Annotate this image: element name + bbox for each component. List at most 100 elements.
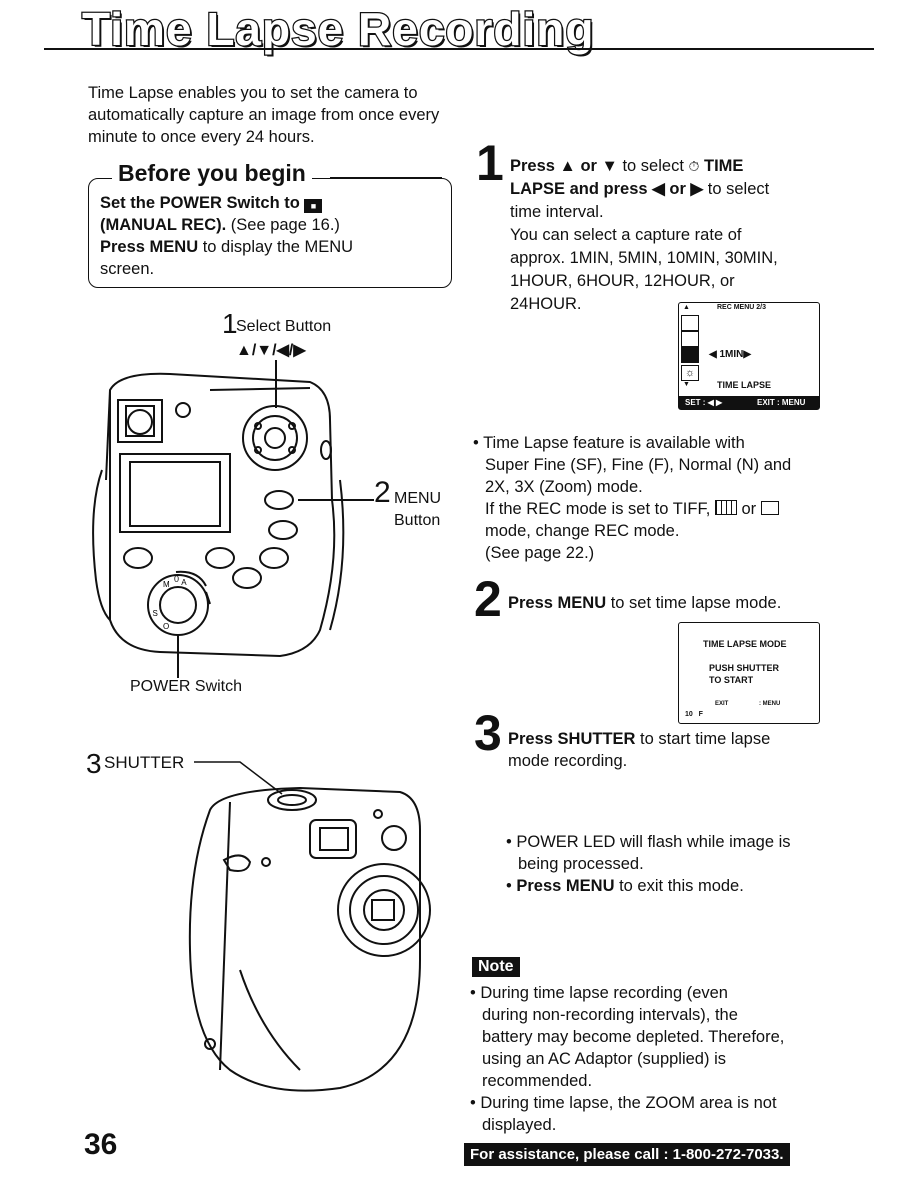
intro-text: Time Lapse enables you to set the camera…: [88, 84, 440, 146]
screen1-set: SET : ◀ ▶: [685, 398, 723, 407]
sun-icon: ☼: [681, 365, 699, 381]
step3-number: 3: [474, 705, 502, 761]
bullet1-e: mode, change REC mode.: [485, 522, 680, 540]
step1-line-a: Press ▲ or ▼ to select ⏱ TIME: [510, 155, 743, 177]
before-line2-rest: (See page 16.): [226, 216, 340, 234]
screen1-exit: EXIT : MENU: [757, 398, 806, 407]
up-arrow-icon: ▲: [683, 304, 690, 311]
assistance-banner: For assistance, please call : 1-800-272-…: [464, 1143, 790, 1166]
step1-a3: TIME: [704, 157, 744, 175]
dial-letter-a: A: [181, 578, 187, 587]
step1-b2: to select: [703, 180, 770, 198]
bullet1-d2: or: [736, 500, 757, 518]
step2-bold: Press MENU: [508, 594, 607, 612]
camera-front-illustration: [188, 786, 431, 1092]
step1-line-f: 1HOUR, 6HOUR, 12HOUR, or: [510, 272, 735, 290]
step1-number: 1: [476, 135, 504, 191]
step1-line-d: You can select a capture rate of: [510, 226, 742, 244]
power-switch-label: POWER Switch: [130, 678, 243, 695]
time-lapse-menu-icon: [681, 347, 699, 363]
step1-line-c: time interval.: [510, 203, 604, 221]
screen2-line2: PUSH SHUTTER: [709, 663, 780, 673]
menu-button-label: MENU: [394, 490, 442, 507]
dial-letter-m: M: [163, 580, 170, 589]
select-num: 1: [222, 308, 238, 339]
bullet3-b: being processed.: [518, 855, 644, 873]
before-line1-text: Set the POWER Switch to: [100, 194, 300, 212]
screen2-line3: TO START: [709, 675, 754, 685]
screen2-line1: TIME LAPSE MODE: [703, 639, 787, 649]
camera-back-illustration: 0 M A SO: [92, 360, 374, 678]
step2-rest: to set time lapse mode.: [606, 594, 782, 612]
tiff-grid-icon: [714, 500, 737, 515]
bullet1-c: 2X, 3X (Zoom) mode.: [485, 478, 643, 496]
bullet3-c-bold: Press MENU: [516, 877, 615, 895]
note-d: using an AC Adaptor (supplied) is: [482, 1050, 726, 1068]
screen1-header: REC MENU 2/3: [717, 304, 767, 311]
note-a: • During time lapse recording (even: [470, 984, 728, 1002]
note-b: during non-recording intervals), the: [482, 1006, 738, 1024]
step3-bold: Press SHUTTER: [508, 730, 636, 748]
shutter-pointer-line: [194, 761, 283, 795]
bullet3-a: • POWER LED will flash while image is: [506, 833, 791, 851]
bullet3-c: • Press MENU to exit this mode.: [506, 877, 744, 895]
before-line4: screen.: [100, 260, 155, 278]
step2-text: Press MENU to set time lapse mode.: [508, 592, 781, 614]
menu-num: 2: [374, 476, 391, 509]
dial-mark-1: 0: [174, 574, 179, 584]
before-line2: (MANUAL REC). (See page 16.): [100, 214, 340, 236]
step1-line-e: approx. 1MIN, 5MIN, 10MIN, 30MIN,: [510, 249, 778, 267]
step3-text: Press SHUTTER to start time lapse: [508, 728, 770, 750]
dial-letter-s: S: [152, 609, 157, 618]
step1-a2: to select: [617, 157, 689, 175]
screen1-bar: SET : ◀ ▶ EXIT : MENU: [679, 396, 819, 409]
bullet1-d1: If the REC mode is set to TIFF,: [485, 500, 711, 518]
step2-number: 2: [474, 571, 502, 627]
bullet1-f: (See page 22.): [485, 544, 595, 562]
note-e: recommended.: [482, 1072, 593, 1090]
time-lapse-mode-screen: TIME LAPSE MODE PUSH SHUTTER TO START EX…: [678, 622, 820, 724]
note-f: • During time lapse, the ZOOM area is no…: [470, 1094, 777, 1112]
bullet3-c-rest: to exit this mode.: [614, 877, 744, 895]
title-rule: [44, 48, 874, 50]
bullet1-a: • Time Lapse feature is available with: [473, 434, 745, 452]
page-number: 36: [84, 1128, 118, 1161]
multi-image-icon: [760, 501, 779, 515]
menu-button-label2: Button: [394, 512, 441, 529]
note-c: battery may become depleted. Therefore,: [482, 1028, 785, 1046]
screen1-value: ◀ 1MIN▶: [709, 349, 752, 360]
before-line3: Press MENU to display the MENU: [100, 236, 353, 258]
screen2-status: 10 F: [685, 711, 703, 718]
before-line3-rest: to display the MENU: [198, 238, 354, 256]
down-arrow-icon: ▼: [683, 381, 690, 388]
dial-letter-o: O: [163, 622, 169, 631]
bullet1-d: If the REC mode is set to TIFF, or: [485, 498, 779, 520]
menu-icon-2: [681, 331, 699, 347]
before-line3-bold: Press MENU: [100, 238, 199, 256]
screen2-exit: EXIT: [715, 701, 729, 707]
rec-menu-screen: ▲ REC MENU 2/3 ☼ ◀ 1MIN▶ ▼ TIME LAPSE SE…: [678, 302, 820, 410]
before-line2-bold: (MANUAL REC).: [100, 216, 227, 234]
before-heading-line: [330, 177, 442, 179]
time-lapse-icon: ⏱: [688, 158, 700, 174]
screen1-item: TIME LAPSE: [717, 380, 772, 390]
before-line1: Set the POWER Switch to ■: [100, 192, 323, 214]
bullet1-b: Super Fine (SF), Fine (F), Normal (N) an…: [485, 456, 792, 474]
step1-b1: LAPSE and press ◀ or ▶: [510, 180, 704, 198]
menu-icon-1: [681, 315, 699, 331]
page-title: Time Lapse Recording: [81, 2, 595, 57]
shutter-num: 3: [86, 748, 102, 779]
arrow-keys-label: ▲/▼/◀/▶: [236, 342, 306, 359]
screen2-menu: : MENU: [759, 701, 781, 707]
note-g: displayed.: [482, 1116, 557, 1134]
shutter-label: SHUTTER: [104, 753, 185, 772]
before-heading: Before you begin: [112, 160, 312, 187]
note-badge: Note: [472, 957, 520, 977]
step3-line2: mode recording.: [508, 752, 628, 770]
step1-line-g: 24HOUR.: [510, 295, 582, 313]
step1-a1: Press ▲ or ▼: [510, 157, 618, 175]
select-button-label: Select Button: [236, 318, 332, 335]
step1-line-b: LAPSE and press ◀ or ▶ to select: [510, 178, 769, 200]
step3-rest: to start time lapse: [635, 730, 771, 748]
manual-rec-icon: ■: [304, 199, 323, 213]
